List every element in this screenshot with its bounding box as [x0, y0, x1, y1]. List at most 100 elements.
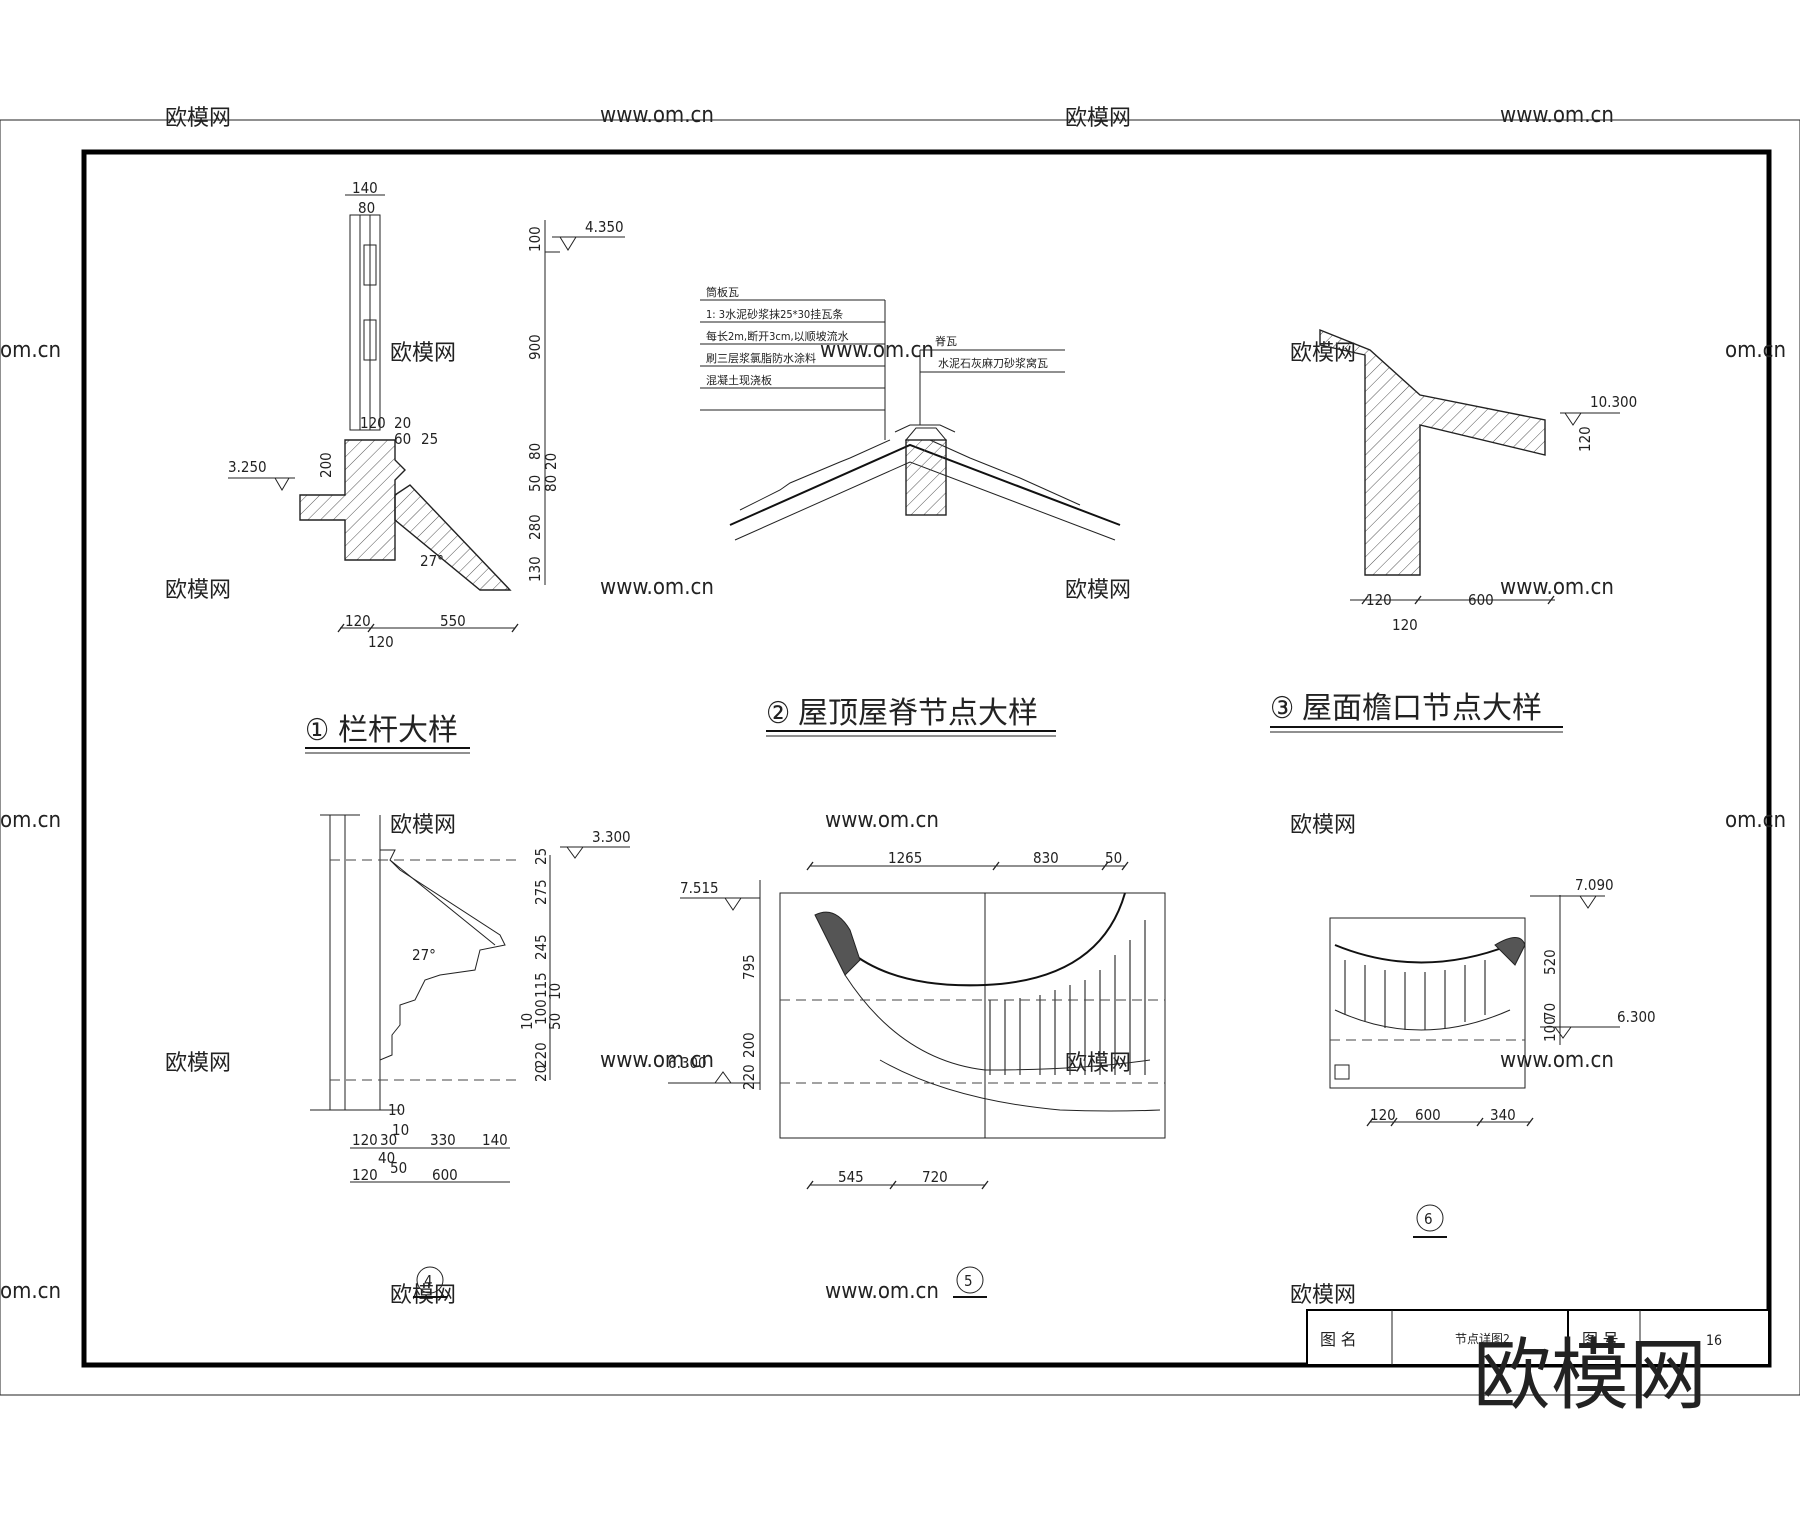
detail-5-frame [779, 892, 1166, 1139]
detail-title-3: 屋面檐口节点大样 [1302, 691, 1542, 726]
detail-3-eave: 120 10.300 120 600 120 ③ 屋面檐口节点大样 [1270, 328, 1637, 733]
vdim-115: 115 [532, 972, 550, 998]
dim-545: 545 [838, 1168, 864, 1186]
watermark-text: 欧模网 [1290, 1283, 1356, 1308]
dim-600: 600 [1415, 1106, 1441, 1124]
watermark-text: 欧模网 [390, 1283, 456, 1308]
vdim-80: 80 [542, 475, 560, 492]
level-7-090: 7.090 [1575, 876, 1614, 894]
vdim-50: 50 [546, 1013, 564, 1030]
vdim-200: 200 [740, 1032, 758, 1058]
cornice-profile [379, 849, 506, 1061]
vdim-795: 795 [740, 954, 758, 980]
vdim-20: 20 [532, 1065, 550, 1082]
dim-80: 80 [358, 199, 375, 217]
dim-600: 600 [432, 1166, 458, 1184]
ridge-mortar-note: 水泥石灰麻刀砂浆窝瓦 [938, 356, 1048, 370]
dim-10: 10 [392, 1121, 409, 1139]
angle-27: 27° [412, 946, 436, 964]
dim-60: 60 [394, 430, 411, 448]
watermark-url: om.cn [1725, 808, 1786, 833]
sheet-edge [0, 119, 1800, 1396]
title-block-number-value: 16 [1706, 1333, 1722, 1349]
dim-120: 120 [1366, 591, 1392, 609]
dim-25: 25 [421, 430, 438, 448]
vdim-80: 80 [526, 443, 544, 460]
watermark-url: www.om.cn [600, 1048, 714, 1073]
vdim-25: 25 [532, 848, 550, 865]
vdim-520: 520 [1541, 949, 1559, 975]
dim-30: 30 [380, 1131, 397, 1149]
level-3-300: 3.300 [592, 828, 631, 846]
railing-base-concrete [299, 439, 406, 561]
vdim-70: 70 [1541, 1003, 1559, 1020]
detail-number-4: 4 [424, 1272, 433, 1290]
dim-200: 200 [317, 452, 335, 478]
detail-title-1: 栏杆大样 [338, 713, 458, 748]
note-mortar-batten: 1: 3水泥砂浆抹25*30挂瓦条 [706, 307, 843, 321]
vdim-130: 130 [526, 556, 544, 582]
dim-120: 120 [352, 1131, 378, 1149]
dim-120: 120 [1392, 616, 1418, 634]
dim-550: 550 [440, 612, 466, 630]
watermark-url: om.cn [0, 338, 61, 363]
detail-circle-4 [416, 1266, 444, 1294]
detail-number-6: 6 [1424, 1210, 1433, 1228]
vdim-100: 100 [1541, 1016, 1559, 1042]
vdim-50: 50 [526, 475, 544, 492]
watermark-text: 欧模网 [165, 106, 231, 131]
detail-6-eave-side: 7.090 6.300 520 70 100 120 600 340 6 [1329, 876, 1656, 1238]
dim-720: 720 [922, 1168, 948, 1186]
detail-number-2: ② [766, 696, 790, 731]
detail-circle-6 [1416, 1204, 1444, 1232]
dim-140: 140 [352, 179, 378, 197]
note-waterproof: 刷三层浆氯脂防水涂料 [706, 351, 816, 365]
vdim-10: 10 [546, 983, 564, 1000]
detail-number-3: ③ [1270, 691, 1294, 726]
dim-40: 40 [378, 1149, 395, 1167]
dim-120: 120 [352, 1166, 378, 1184]
detail-4-cornice: 27° 3.300 25 275 245 115 100 10 50 10 22… [310, 814, 631, 1298]
dim-120: 120 [1370, 1106, 1396, 1124]
vdim-245: 245 [532, 934, 550, 960]
detail-title-2: 屋顶屋脊节点大样 [798, 696, 1038, 731]
corner-watermark-logo: 欧模网 [1473, 1331, 1707, 1421]
vdim-100: 100 [532, 999, 550, 1025]
dim-120: 120 [360, 414, 386, 432]
level-6-300: 6.300 [1617, 1008, 1656, 1026]
level-7-515: 7.515 [680, 879, 719, 897]
eave-curve-top [819, 892, 1126, 987]
detail-circle-5 [956, 1266, 984, 1294]
detail-5-eave-elevation: 7.515 6.300 795 200 220 1265 830 50 545 … [668, 849, 1166, 1298]
watermark-url: www.om.cn [1500, 1048, 1614, 1073]
note-batten-gap: 每长2m,断开3cm,以顺坡流水 [706, 329, 849, 343]
vdim-220: 220 [740, 1064, 758, 1090]
detail-number-1: ① [305, 713, 329, 748]
dim-50: 50 [1105, 849, 1122, 867]
dim-10: 10 [388, 1101, 405, 1119]
vdim-220: 220 [532, 1042, 550, 1068]
title-block-name-value: 节点详图2 [1455, 1331, 1510, 1346]
vdim-20: 20 [542, 453, 560, 470]
watermark-url: www.om.cn [825, 1279, 939, 1304]
level-10-300: 10.300 [1590, 393, 1637, 411]
title-block: 图 名 节点详图2 图 号 16 [1306, 1309, 1770, 1366]
watermark-text: 欧模网 [1065, 578, 1131, 603]
vdim-275: 275 [532, 879, 550, 905]
detail-1-railing: 140 80 120 20 60 25 200 3.250 120 120 55… [228, 179, 625, 754]
dim-120: 120 [368, 633, 394, 651]
watermark-url: www.om.cn [1500, 103, 1614, 128]
dim-20: 20 [394, 414, 411, 432]
background-watermarks: 欧模网 www.om.cn 欧模网 www.om.cn om.cn 欧模网 ww… [0, 103, 1786, 1308]
dim-140: 140 [482, 1131, 508, 1149]
note-roof-tile: 筒板瓦 [706, 285, 739, 299]
watermark-text: 欧模网 [1290, 813, 1356, 838]
vdim-10: 10 [518, 1013, 536, 1030]
vdim-100: 100 [526, 226, 544, 252]
level-3-250: 3.250 [228, 458, 267, 476]
ridge-tile-label: 脊瓦 [935, 334, 957, 348]
note-concrete-slab: 混凝土现浇板 [706, 373, 772, 387]
dim-50: 50 [390, 1159, 407, 1177]
eave-section [1319, 328, 1546, 576]
